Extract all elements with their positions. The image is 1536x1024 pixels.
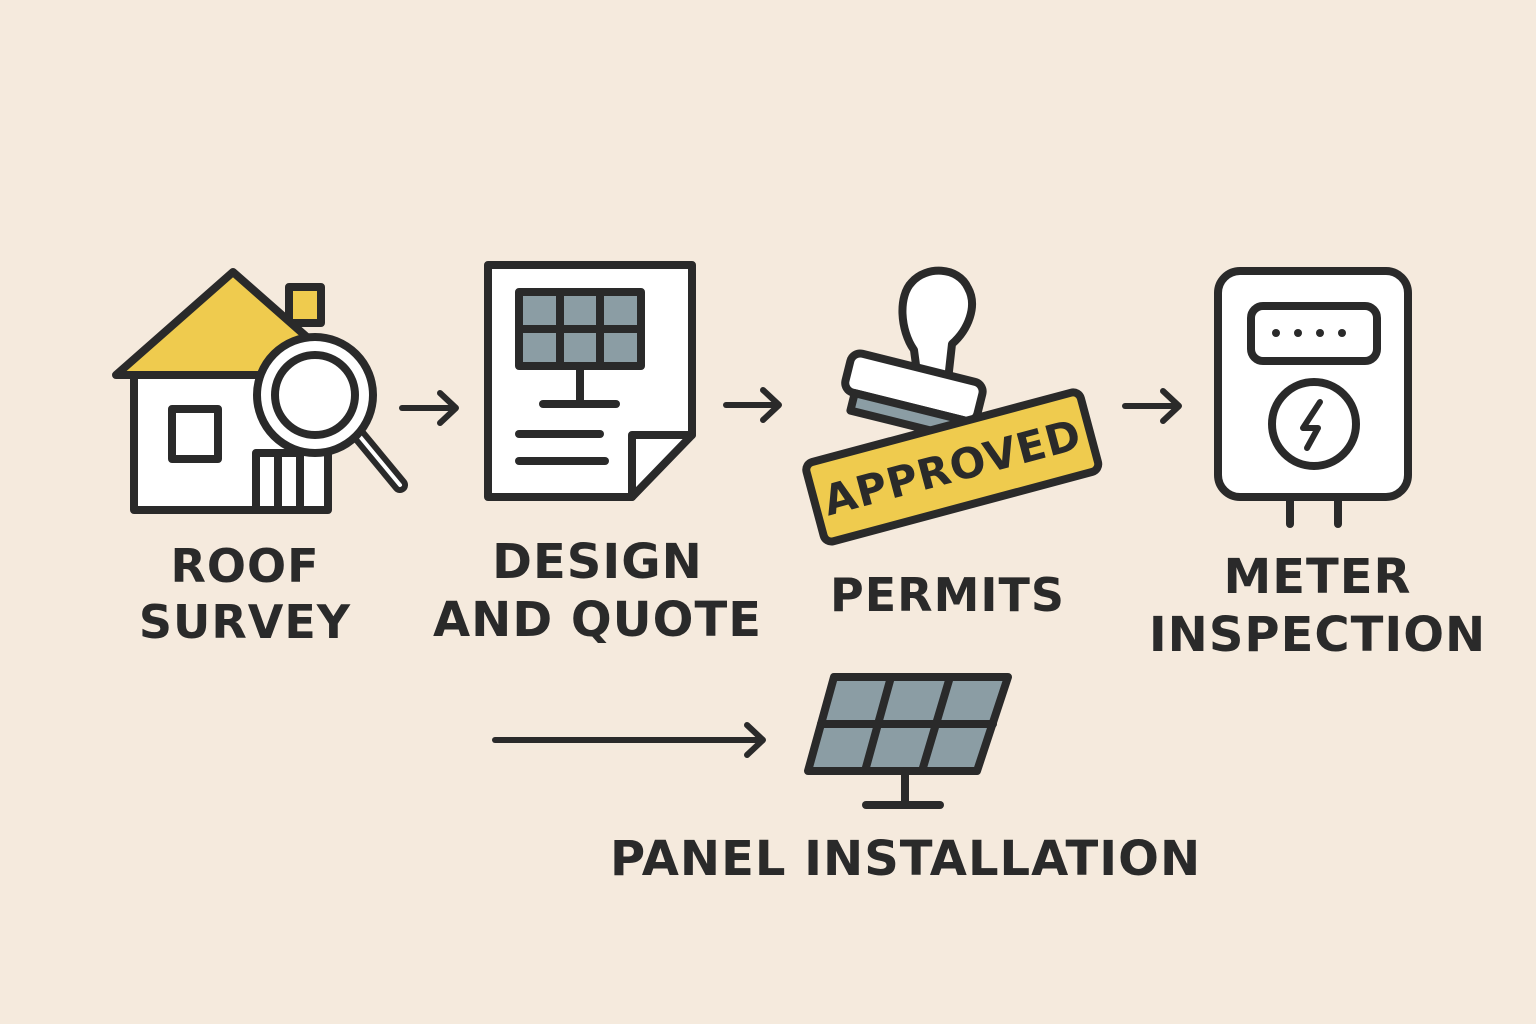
arrow-connector <box>399 390 459 426</box>
stamp-handle <box>898 266 976 384</box>
chimney-shape <box>285 283 325 327</box>
arrow-connector <box>1122 388 1182 424</box>
solar-panel-icon <box>804 673 1012 809</box>
step-label-panel-installation: PANEL INSTALLATION <box>610 831 1202 887</box>
electric-meter-icon <box>1214 267 1412 528</box>
meter-dial <box>1268 378 1360 470</box>
house-window <box>168 405 222 463</box>
arrow-connector <box>723 387 782 423</box>
approval-stamp-icon: APPROVED <box>802 266 1103 546</box>
approved-plate <box>802 388 1103 546</box>
step-label-design-and-quote: DESIGN AND QUOTE <box>433 534 762 648</box>
lightning-bolt-icon <box>1300 399 1323 451</box>
house-magnifier-icon <box>112 268 408 514</box>
step-label-roof-survey: ROOF SURVEY <box>138 539 352 649</box>
step-label-meter-inspection: METER INSPECTION <box>1148 549 1487 663</box>
step-label-permits: PERMITS <box>830 568 1065 622</box>
arrow-connector <box>492 722 766 758</box>
document-fold <box>628 431 696 501</box>
document-solar-plan-icon <box>484 261 696 501</box>
meter-display <box>1247 302 1381 365</box>
